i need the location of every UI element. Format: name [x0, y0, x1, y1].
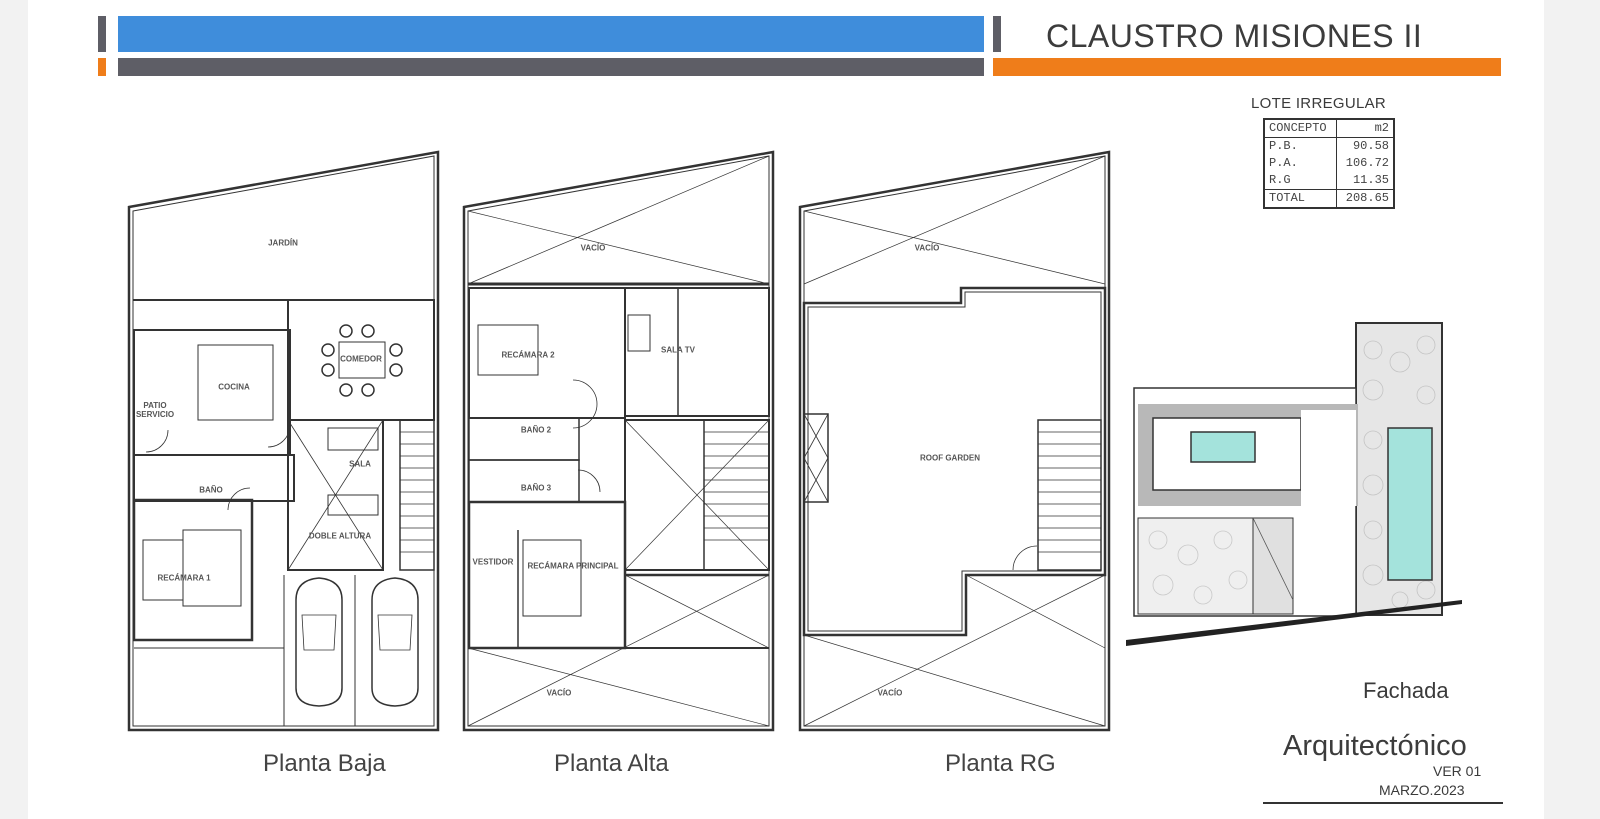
col-concepto: CONCEPTO [1264, 119, 1337, 138]
header-bars [98, 16, 1501, 76]
row-concept: P.B. [1269, 139, 1298, 153]
header-orange-bar [993, 58, 1501, 76]
room-bano-3: BAÑO 3 [520, 483, 552, 493]
room-cocina: COCINA [218, 382, 250, 392]
room-vacio: VACÍO [877, 688, 903, 698]
room-doble-altura: DOBLE ALTURA [308, 531, 372, 541]
row-value: 11.35 [1336, 172, 1394, 190]
row-value: 106.72 [1336, 155, 1394, 172]
planta-rg-label: Planta RG [945, 750, 1056, 777]
architectural-plans [98, 16, 1501, 732]
area-table-header: CONCEPTO m2 [1264, 119, 1394, 138]
row-value: 90.58 [1336, 137, 1394, 155]
header-left-tick [98, 16, 106, 52]
room-jardin: JARDÍN [268, 238, 298, 248]
lote-label: LOTE IRREGULAR [1251, 95, 1387, 112]
total-concept: TOTAL [1264, 189, 1337, 208]
room-recamara-2: RECÁMARA 2 [501, 350, 555, 360]
header-blue-bar [118, 16, 984, 52]
table-row-total: TOTAL 208.65 [1264, 189, 1394, 208]
version-label: VER 01 [1433, 763, 1482, 779]
room-roof-garden: ROOF GARDEN [920, 453, 980, 463]
drawing-type: Arquitectónico [1283, 730, 1467, 762]
room-recamara-principal: RECÁMARA PRINCIPAL [527, 561, 619, 571]
col-m2: m2 [1336, 119, 1394, 138]
room-vacio: VACÍO [546, 688, 572, 698]
footer-rule [1263, 802, 1503, 804]
drawing-sheet: CLAUSTRO MISIONES II LOTE IRREGULAR CONC… [28, 0, 1544, 819]
room-vacio: VACÍO [580, 243, 606, 253]
room-comedor: COMEDOR [340, 354, 382, 364]
planta-baja-drawing [127, 150, 440, 732]
row-concept: P.A. [1269, 156, 1298, 170]
header-orange-tick [98, 58, 106, 76]
room-sala: SALA [349, 459, 371, 469]
area-table: CONCEPTO m2 P.B. 90.58 P.A. 106.72 R.G 1… [1263, 118, 1395, 209]
fachada-label: Fachada [1363, 678, 1449, 703]
project-title: CLAUSTRO MISIONES II [1046, 18, 1423, 54]
room-sala-tv: SALA TV [661, 345, 695, 355]
planta-baja-label: Planta Baja [263, 750, 386, 777]
table-row: P.A. 106.72 [1264, 155, 1394, 172]
room-patio: PATIO SERVICIO [135, 401, 175, 419]
header-grey-bar [118, 58, 984, 76]
room-vestidor: VESTIDOR [472, 557, 514, 567]
date-label: MARZO.2023 [1379, 782, 1465, 798]
header-mid-tick [993, 16, 1001, 52]
fachada-drawing [1126, 322, 1462, 646]
planta-rg-drawing [798, 150, 1111, 732]
row-concept: R.G [1269, 173, 1291, 187]
room-bano-2: BAÑO 2 [520, 425, 552, 435]
planta-alta-drawing [462, 150, 775, 732]
planta-alta-label: Planta Alta [554, 750, 669, 777]
room-vacio: VACÍO [914, 243, 940, 253]
table-row: P.B. 90.58 [1264, 137, 1394, 155]
table-row: R.G 11.35 [1264, 172, 1394, 190]
total-value: 208.65 [1336, 189, 1394, 208]
room-recamara-1: RECÁMARA 1 [157, 573, 211, 583]
room-bano: BAÑO [199, 485, 223, 495]
